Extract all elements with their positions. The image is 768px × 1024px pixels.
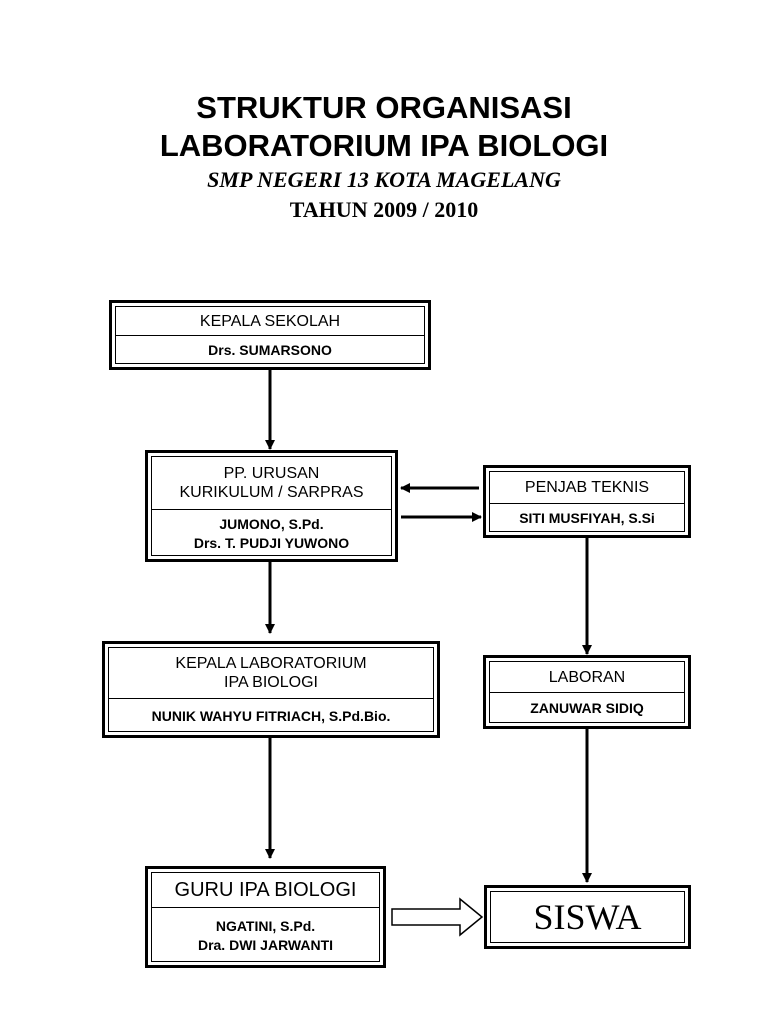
name-pudji-yuwono: Drs. T. PUDJI YUWONO xyxy=(193,534,350,551)
role-kurikulum-sarpras: KURIKULUM / SARPRAS xyxy=(179,484,364,501)
role-pp-urusan: PP. URUSAN xyxy=(223,465,320,482)
hollow-arrow-guru-to-siswa xyxy=(391,897,484,937)
name-sumarsono: Drs. SUMARSONO xyxy=(208,341,332,358)
role-penjab-teknis: PENJAB TEKNIS xyxy=(524,479,650,496)
label-siswa: SISWA xyxy=(533,897,642,937)
academic-year: TAHUN 2009 / 2010 xyxy=(289,197,479,222)
name-jumono: JUMONO, S.Pd. xyxy=(219,515,324,532)
box-kepala-sekolah: KEPALA SEKOLAH Drs. SUMARSONO xyxy=(109,300,431,370)
box-urusan-kurikulum: PP. URUSAN KURIKULUM / SARPRAS JUMONO, S… xyxy=(145,450,398,562)
title-line-1: STRUKTUR ORGANISASI xyxy=(196,90,572,125)
box-kepala-laboratorium: KEPALA LABORATORIUM IPA BIOLOGI NUNIK WA… xyxy=(102,641,440,738)
school-name: SMP NEGERI 13 KOTA MAGELANG xyxy=(207,167,561,192)
box-guru-ipa-biologi: GURU IPA BIOLOGI NGATINI, S.Pd. Dra. DWI… xyxy=(145,866,386,968)
box-siswa: SISWA xyxy=(484,885,691,949)
role-ipa-biologi: IPA BIOLOGI xyxy=(224,674,318,691)
role-kepala-laboratorium: KEPALA LABORATORIUM xyxy=(175,655,367,672)
role-kepala-sekolah: KEPALA SEKOLAH xyxy=(199,312,341,330)
title-line-2: LABORATORIUM IPA BIOLOGI xyxy=(159,128,609,163)
name-dwi-jarwanti: Dra. DWI JARWANTI xyxy=(197,936,334,953)
name-nunik-wahyu: NUNIK WAHYU FITRIACH, S.Pd.Bio. xyxy=(151,707,391,724)
box-penjab-teknis: PENJAB TEKNIS SITI MUSFIYAH, S.Si xyxy=(483,465,691,538)
role-laboran: LABORAN xyxy=(548,668,626,686)
name-siti-musfiyah: SITI MUSFIYAH, S.Si xyxy=(519,510,655,526)
box-laboran: LABORAN ZANUWAR SIDIQ xyxy=(483,655,691,729)
name-zanuwar-sidiq: ZANUWAR SIDIQ xyxy=(530,700,644,716)
name-ngatini: NGATINI, S.Pd. xyxy=(215,917,316,934)
role-guru-ipa-biologi: GURU IPA BIOLOGI xyxy=(174,879,357,901)
